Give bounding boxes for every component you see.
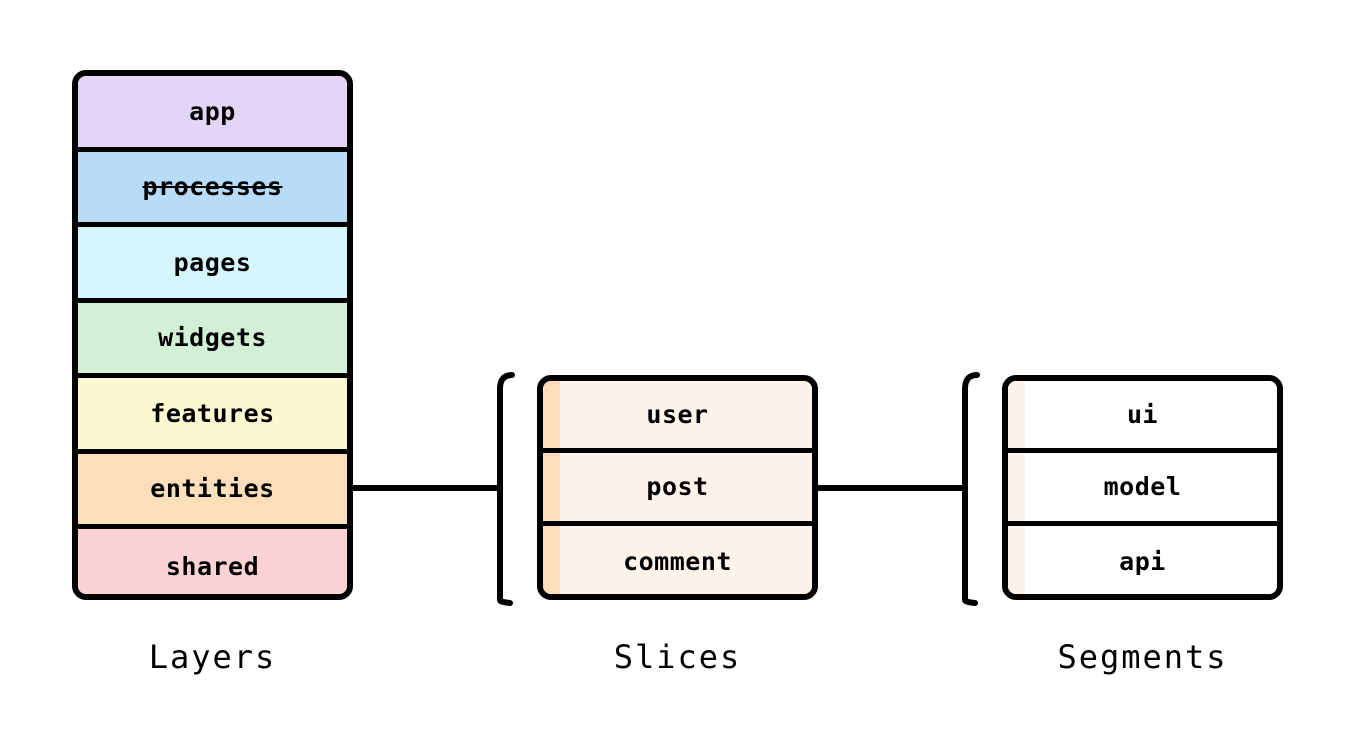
segment-label-model: model — [1103, 472, 1182, 502]
layers-stack: app processes pages widgets features ent… — [72, 70, 353, 600]
slice-row-comment[interactable]: comment — [543, 525, 812, 594]
layer-label-features: features — [150, 398, 275, 428]
slices-stack: user post comment — [537, 375, 818, 600]
slice-accent-stripe — [543, 381, 560, 449]
slice-row-user[interactable]: user — [543, 381, 812, 454]
caption-layers: Layers — [148, 638, 277, 676]
slice-accent-stripe — [543, 525, 560, 594]
caption-segments: Segments — [1057, 638, 1228, 676]
segment-accent-stripe — [1008, 453, 1025, 521]
segment-label-ui: ui — [1126, 400, 1159, 430]
slice-accent-stripe — [543, 453, 560, 521]
layer-label-pages: pages — [173, 247, 252, 277]
layer-row-app[interactable]: app — [78, 76, 347, 152]
segment-row-ui[interactable]: ui — [1008, 381, 1277, 454]
layer-row-widgets[interactable]: widgets — [78, 302, 347, 378]
slice-row-post[interactable]: post — [543, 453, 812, 526]
layer-label-entities: entities — [150, 474, 275, 504]
layer-row-features[interactable]: features — [78, 378, 347, 454]
slice-label-comment: comment — [623, 547, 732, 577]
layer-label-app: app — [189, 96, 236, 126]
layer-row-entities[interactable]: entities — [78, 453, 347, 529]
slice-label-post: post — [646, 472, 709, 502]
layer-label-widgets: widgets — [158, 323, 267, 353]
segment-accent-stripe — [1008, 525, 1025, 594]
caption-slices: Slices — [613, 638, 742, 676]
segment-accent-stripe — [1008, 381, 1025, 449]
segment-label-api: api — [1119, 547, 1166, 577]
segments-stack: ui model api — [1002, 375, 1283, 600]
layer-row-processes[interactable]: processes — [78, 151, 347, 227]
layer-row-shared[interactable]: shared — [78, 529, 347, 594]
slice-label-user: user — [646, 400, 709, 430]
segment-row-api[interactable]: api — [1008, 525, 1277, 594]
segment-row-model[interactable]: model — [1008, 453, 1277, 526]
bracket-slices — [497, 372, 515, 606]
layer-label-processes: processes — [142, 172, 283, 202]
layer-row-pages[interactable]: pages — [78, 227, 347, 303]
layer-label-shared: shared — [165, 552, 260, 582]
bracket-segments — [962, 372, 980, 606]
